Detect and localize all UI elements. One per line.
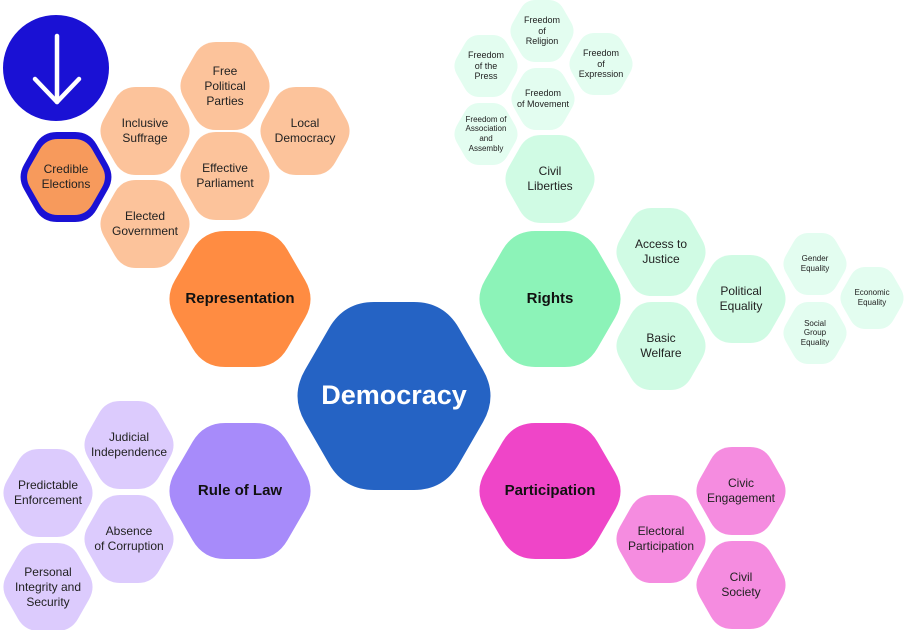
back-button[interactable]: [3, 15, 109, 121]
hex-absence-of-corruption[interactable]: [84, 495, 174, 583]
hex-effective-parliament[interactable]: [180, 132, 270, 220]
hex-political-equality[interactable]: [696, 255, 786, 343]
hex-inclusive-suffrage[interactable]: [100, 87, 190, 175]
hex-participation[interactable]: [479, 423, 621, 559]
hex-rule-of-law[interactable]: [169, 423, 311, 559]
hex-freedom-of-association[interactable]: [454, 103, 518, 165]
hex-civic-engagement[interactable]: [696, 447, 786, 535]
hex-democracy[interactable]: [297, 302, 491, 490]
hex-gender-equality[interactable]: [783, 233, 847, 295]
hex-electoral-participation[interactable]: [616, 495, 706, 583]
hex-representation[interactable]: [169, 231, 311, 367]
hex-freedom-of-religion[interactable]: [510, 0, 574, 62]
hex-rights[interactable]: [479, 231, 621, 367]
hex-freedom-of-movement[interactable]: [511, 68, 575, 130]
hex-judicial-independence[interactable]: [84, 401, 174, 489]
hex-civil-society[interactable]: [696, 541, 786, 629]
hex-elected-government[interactable]: [100, 180, 190, 268]
hex-freedom-of-the-press[interactable]: [454, 35, 518, 97]
hex-free-political-parties[interactable]: [180, 42, 270, 130]
hex-predictable-enforcement[interactable]: [3, 449, 93, 537]
arrow-down-icon: [32, 33, 82, 105]
hex-economic-equality[interactable]: [840, 267, 904, 329]
hex-social-group-equality[interactable]: [783, 302, 847, 364]
hex-personal-integrity-and-security[interactable]: [3, 543, 93, 630]
hex-local-democracy[interactable]: [260, 87, 350, 175]
hex-access-to-justice[interactable]: [616, 208, 706, 296]
hex-basic-welfare[interactable]: [616, 302, 706, 390]
hex-freedom-of-expression[interactable]: [569, 33, 633, 95]
hex-civil-liberties[interactable]: [505, 135, 595, 223]
hex-credible-elections[interactable]: [27, 139, 105, 215]
